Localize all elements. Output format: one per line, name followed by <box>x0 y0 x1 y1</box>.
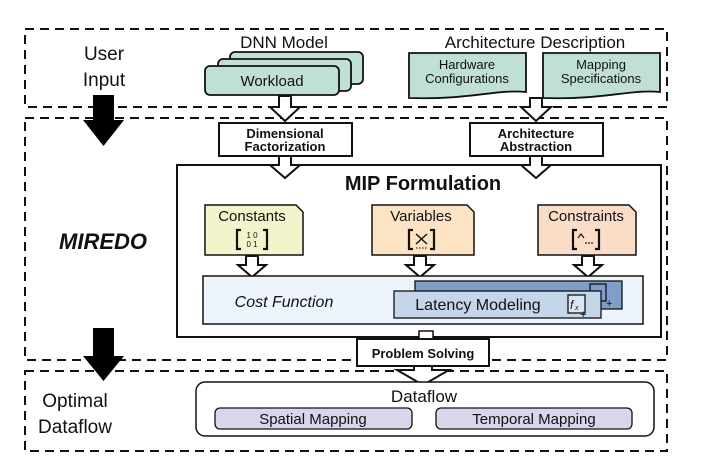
arrow-down-icon <box>393 365 453 387</box>
arrow-down-icon <box>518 97 554 123</box>
dnn-model-title: DNN Model <box>240 33 328 52</box>
architecture-abstraction-line2: Abstraction <box>500 139 572 154</box>
user-input-label-line2: Input <box>83 70 126 91</box>
temporal-mapping-box <box>435 407 633 430</box>
arrow-down-icon <box>518 155 554 180</box>
temporal-mapping-label: Temporal Mapping <box>472 411 595 428</box>
hardware-configurations-doc: Hardware Configurations <box>408 52 527 100</box>
variables-card: Variables <box>371 204 475 256</box>
hardware-line1: Hardware <box>439 57 495 72</box>
dimensional-factorization-line1: Dimensional <box>246 126 323 141</box>
matrix-row-2: 0 1 <box>246 240 258 249</box>
mip-formulation-title: MIP Formulation <box>345 173 501 195</box>
plus-glyph: + <box>580 309 586 321</box>
flow-arrow-down-icon <box>83 95 124 146</box>
cost-function-label: Cost Function <box>235 294 334 311</box>
constraints-label: Constraints <box>548 208 624 225</box>
constraints-card: Constraints <box>537 204 637 256</box>
function-fx-icon: f x + <box>567 294 586 321</box>
matrix-row-1: 1 0 <box>246 231 258 240</box>
user-input-section <box>24 28 668 108</box>
architecture-description-title: Architecture Description <box>445 33 625 52</box>
optimal-dataflow-label-line1: Optimal <box>42 391 107 412</box>
x-subscript-glyph: x <box>574 305 579 312</box>
arrow-down-icon <box>571 255 605 279</box>
problem-solving-box <box>356 338 490 367</box>
dimensional-factorization-line2: Factorization <box>245 139 326 154</box>
matrix-icon: 1 0 0 1 <box>235 228 269 251</box>
note-shape <box>204 204 304 256</box>
problem-solving-label: Problem Solving <box>372 346 475 361</box>
arrow-down-icon <box>403 255 437 279</box>
variable-x-icon <box>407 228 436 251</box>
variables-label: Variables <box>390 208 451 225</box>
constants-label: Constants <box>218 208 286 225</box>
note-shape <box>537 204 637 256</box>
mapping-specifications-doc: Mapping Specifications <box>542 52 661 100</box>
spatial-mapping-box <box>214 407 413 430</box>
hardware-line2: Configurations <box>425 71 509 86</box>
constraint-icon <box>571 228 601 251</box>
dataflow-title: Dataflow <box>391 387 458 406</box>
latency-modeling-card <box>393 290 602 319</box>
user-input-label-line1: User <box>84 44 125 65</box>
mapping-line2: Specifications <box>561 71 642 86</box>
plus-glyph: + <box>606 298 612 310</box>
spatial-mapping-label: Spatial Mapping <box>259 411 367 428</box>
flow-arrow-down-icon <box>83 328 124 381</box>
workload-stack: Workload <box>204 51 364 96</box>
workload-card <box>204 65 340 96</box>
connector-stub <box>418 330 434 340</box>
arrow-down-icon <box>235 255 269 279</box>
latency-modeling-label: Latency Modeling <box>415 297 540 314</box>
arrow-down-icon <box>267 95 303 123</box>
arrow-down-icon <box>267 155 303 180</box>
workload-label: Workload <box>240 73 303 90</box>
document-shape <box>408 52 527 100</box>
miredo-section <box>24 117 668 361</box>
architecture-abstraction-line1: Architecture <box>498 126 575 141</box>
optimal-dataflow-label-line2: Dataflow <box>38 417 112 438</box>
note-shape <box>371 204 475 256</box>
document-shape <box>542 52 661 100</box>
miredo-label: MIREDO <box>59 229 147 254</box>
constants-card: Constants 1 0 0 1 <box>204 204 304 256</box>
fx-glyph: f <box>570 298 575 312</box>
mapping-line1: Mapping <box>576 57 626 72</box>
optimal-dataflow-section <box>24 370 668 452</box>
